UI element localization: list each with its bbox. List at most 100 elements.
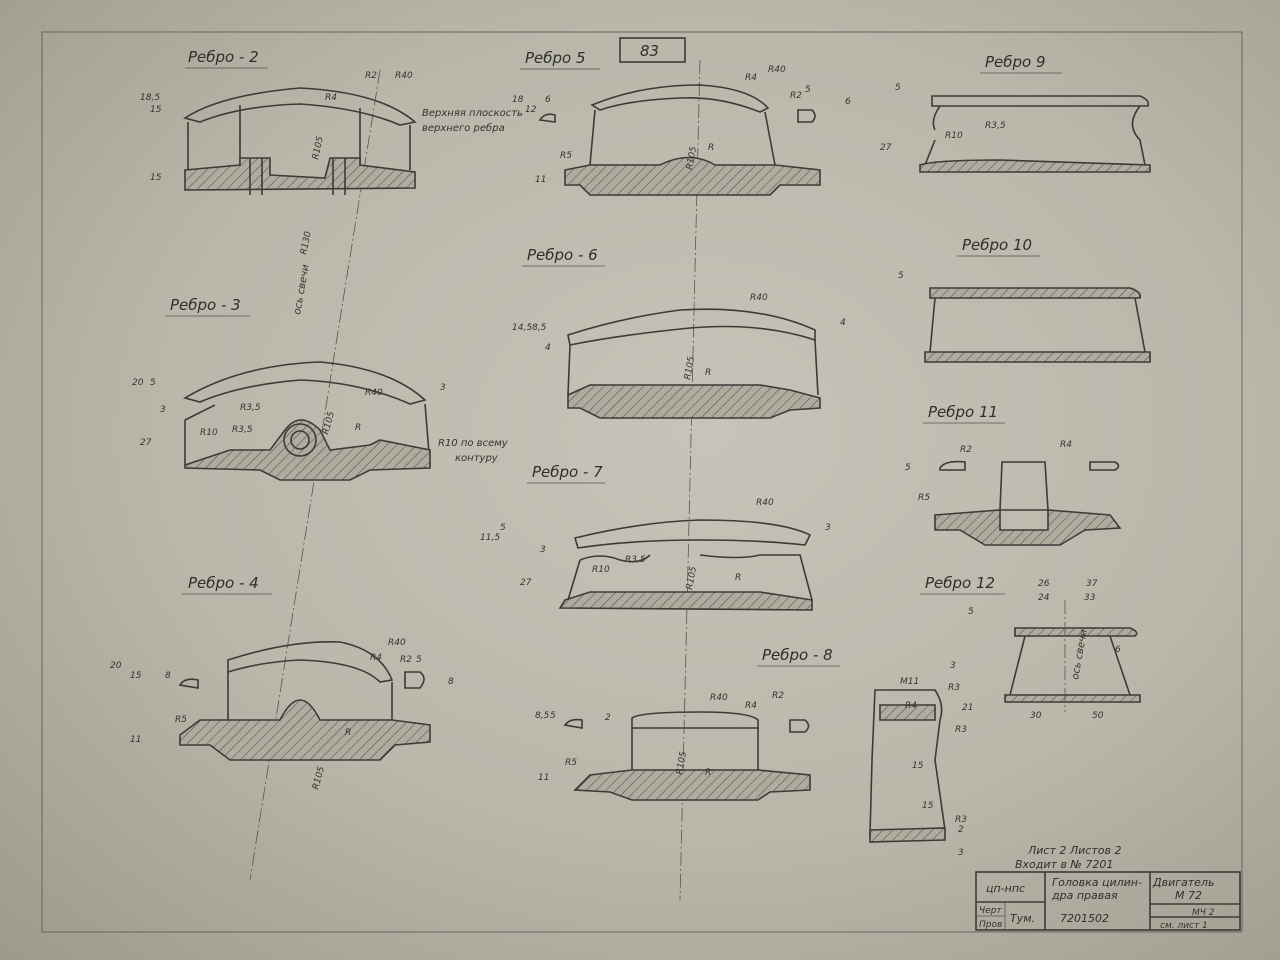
tb-part-name: Головка цилин- (1052, 876, 1142, 889)
dimension-label: R4 (745, 73, 757, 83)
sheet-info: Лист 2 Листов 2 (1027, 844, 1121, 857)
sheet-frame (41, 31, 1243, 933)
dimension-label: R2 (790, 91, 802, 101)
dimension-label: 11,5 (480, 533, 500, 543)
drawing-line (999, 461, 1049, 511)
dimension-label: Верхняя плоскость (422, 108, 523, 119)
dimension-label: R105 (321, 410, 337, 435)
sheet-number: 83 (640, 42, 659, 60)
dimension-label: 3 (825, 523, 831, 533)
dimension-label: R40 (768, 65, 786, 75)
dimension-label: 11 (538, 773, 549, 783)
drawing-line (573, 519, 812, 549)
dimension-label: R (355, 423, 361, 433)
drawing-line (564, 156, 821, 196)
tb-checked: Пров (979, 920, 1002, 930)
dimension-label: R (345, 728, 351, 738)
drawing-line (227, 641, 394, 683)
dimension-label: 8 (165, 671, 171, 681)
dimension-label: 3 (440, 383, 446, 393)
dimension-label: 3 (160, 405, 166, 415)
tb-signature: Тум. (1010, 912, 1035, 925)
dimension-label: R105 (685, 565, 699, 590)
dimension-label: R2 (365, 71, 377, 81)
dimension-label: Ребро - 4 (188, 574, 259, 592)
dimension-label: R105 (685, 145, 699, 170)
rib-10-section: Ребро 10 5 (898, 236, 1151, 363)
dimension-label: 2 (958, 825, 964, 835)
tb-material: МЧ 2 (1192, 908, 1215, 918)
dimension-label: 27 (880, 143, 892, 153)
dimension-label: 2 (605, 713, 611, 723)
dimension-label: R10 (200, 428, 218, 438)
dimension-label: 5 (905, 463, 911, 473)
dimension-label: Ребро - 3 (170, 296, 241, 314)
dimension-label: 18 (512, 95, 524, 105)
dimension-label: R3,5 (985, 121, 1006, 131)
dimension-label: R105 (683, 355, 697, 380)
drawing-line (924, 351, 1151, 363)
dimension-label: Ребро - 7 (532, 463, 603, 481)
dimension-label: Ребро 12 (925, 574, 995, 592)
drawing-line (182, 361, 427, 405)
drawing-line (227, 672, 393, 720)
drawing-line (631, 711, 759, 729)
drawing-line (290, 430, 310, 450)
tb-product: Двигатель (1152, 876, 1214, 889)
drawing-line (869, 827, 946, 843)
drawing-line (924, 105, 1146, 166)
dimension-label: 20 (110, 661, 122, 671)
dimension-label: R10 (945, 131, 963, 141)
rib-8-section: Ребро - 8 8,5 5 2 R5 11 R105 R R40 R4 R2 (535, 646, 840, 801)
drawing-line (567, 308, 816, 346)
dimension-label: 27 (520, 578, 532, 588)
dimension-label: 15 (912, 761, 924, 771)
drawing-line (538, 109, 816, 123)
dimension-label: R2 (960, 445, 972, 455)
included-in: Входит в № 7201 (1015, 858, 1113, 871)
drawing-line (567, 339, 819, 396)
dimension-label: R40 (756, 498, 774, 508)
dimension-label: 15 (922, 801, 934, 811)
dimension-label: 8,5 (535, 711, 550, 721)
drawing-line (919, 159, 1151, 173)
rib-6-section: Ребро - 6 14,5 8,5 4 R40 R105 R 4 (512, 246, 846, 419)
dimension-label: 5 (150, 378, 156, 388)
dimension-label: R3 (955, 815, 967, 825)
drawing-line (590, 84, 770, 113)
dimension-label: 11 (130, 735, 141, 745)
dimension-label: R3 (955, 725, 967, 735)
dimension-label: R105 (311, 135, 326, 160)
drawing-line (187, 105, 411, 170)
center-axis-line (679, 59, 701, 901)
dimension-label: R4 (745, 701, 757, 711)
rib-4-section: Ребро - 4 20 15 8 R5 11 R105 R R4 R40 R2… (110, 574, 454, 791)
dimension-label: 21 (962, 703, 973, 713)
dimension-label: 6 (545, 95, 551, 105)
drawing-line (183, 87, 417, 126)
drawing-line (1009, 635, 1131, 696)
drawing-line (589, 109, 776, 166)
dimension-label: Ребро 5 (525, 49, 586, 67)
drawing-line (929, 297, 1146, 353)
dimension-label: Ребро - 6 (527, 246, 598, 264)
dimension-label: 37 (1086, 579, 1098, 589)
drawing-line (1014, 627, 1138, 637)
dimension-label: 5 (968, 607, 974, 617)
rib-5-section: Ребро 5 18 12 6 R4 R40 R2 5 6 R5 11 R105… (512, 49, 851, 196)
dimension-label: R (705, 768, 711, 778)
drawing-line (184, 157, 416, 191)
dimension-label: 20 (132, 378, 144, 388)
dimension-label: Ребро 9 (985, 53, 1046, 71)
dimension-label: 12 (525, 105, 537, 115)
dimension-label: 50 (1092, 711, 1104, 721)
rib-12-section: Ребро 12 26 37 24 33 5 6 ось свечи 30 50… (869, 574, 1141, 858)
drawing-line (558, 591, 813, 611)
dimension-label: 8,5 (532, 323, 547, 333)
dimension-label: 3 (958, 848, 964, 858)
drawing-line (939, 460, 1120, 471)
drawing-line (879, 704, 936, 721)
dimension-label: R5 (560, 151, 572, 161)
